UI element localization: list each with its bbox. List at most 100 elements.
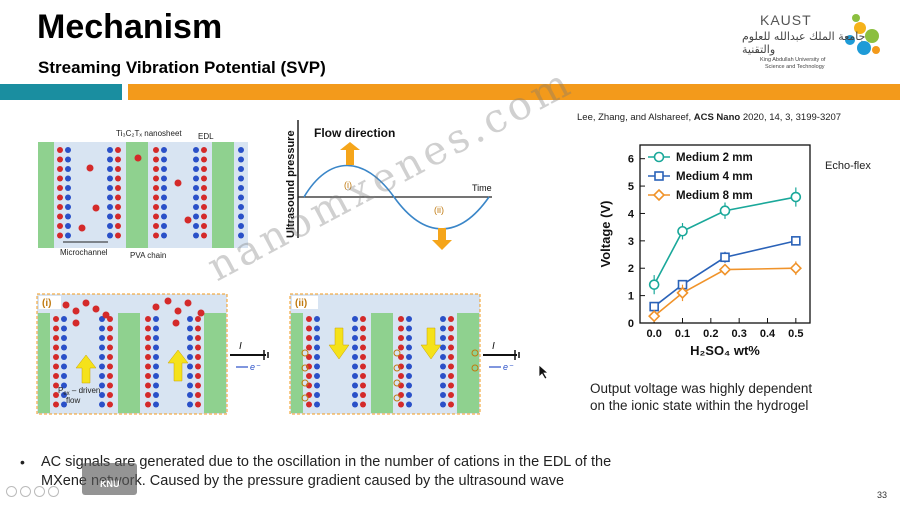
data-point [654, 171, 664, 181]
ion-dot [145, 401, 151, 408]
ion-dot [398, 392, 404, 398]
ion-dot [115, 175, 121, 182]
menu-icon[interactable] [34, 486, 45, 497]
ion-dot [406, 344, 412, 351]
ion-dot [360, 363, 366, 370]
ion-dot [152, 303, 160, 311]
mouse-cursor-icon [538, 364, 550, 380]
ion-dot [107, 213, 113, 220]
ion-dot [306, 392, 312, 398]
ion-dot [187, 325, 193, 332]
prev-slide-icon[interactable] [6, 486, 17, 497]
ion-dot [314, 344, 320, 351]
ion-dot [153, 401, 159, 408]
ion-dot [107, 316, 113, 322]
x-tick-label: 0.2 [703, 328, 718, 340]
next-slide-icon[interactable] [20, 486, 31, 497]
ion-dot [53, 316, 59, 322]
ion-dot [99, 401, 105, 408]
ion-dot [145, 363, 151, 370]
data-point [789, 262, 802, 275]
arrow-down-icon [432, 228, 452, 250]
ion-dot [57, 147, 63, 153]
ion-dot [360, 316, 366, 322]
ion-dot [99, 354, 105, 360]
ion-dot [398, 344, 404, 351]
ion-dot [195, 335, 201, 341]
ion-dot [360, 382, 366, 389]
ion-dot [195, 392, 201, 398]
ion-dot [78, 224, 86, 232]
ion-dot [187, 392, 193, 398]
ion-dot [107, 373, 113, 379]
diagram-ii-tag: (ii) [295, 298, 307, 309]
slideshow-controls[interactable] [6, 484, 76, 498]
ion-dots [57, 147, 244, 239]
ion-dot [72, 319, 80, 327]
ion-dot [115, 166, 121, 172]
ion-dot [82, 299, 90, 307]
ion-dot [107, 232, 113, 239]
ion-dot [115, 204, 121, 210]
ion-dot [99, 325, 105, 332]
ion-dot [61, 373, 67, 379]
ion-dot [53, 325, 59, 332]
ion-dot [314, 335, 320, 341]
ion-dot [352, 344, 358, 351]
ion-dot [153, 316, 159, 322]
ion-dot [57, 166, 63, 172]
legend-label: Medium 8 mm [676, 190, 753, 202]
x-axis-label: H₂SO₄ wt% [690, 343, 760, 358]
ion-dot [99, 392, 105, 398]
ion-dot [195, 325, 201, 332]
ion-dot [161, 147, 167, 153]
ion-dot [65, 194, 71, 201]
ion-dot [145, 335, 151, 341]
ion-dot [153, 392, 159, 398]
ion-dot [172, 319, 180, 327]
ion-dot [193, 166, 199, 172]
ion-dot [406, 373, 412, 379]
ion-dot [406, 325, 412, 332]
ion-dot [238, 156, 244, 163]
ion-dot [161, 156, 167, 163]
ion-dot [393, 379, 401, 387]
ion-dot [201, 147, 207, 153]
ion-dot [53, 354, 59, 360]
ion-dot [352, 401, 358, 408]
ion-dot [65, 204, 71, 210]
ion-dot [301, 379, 309, 387]
ion-dot [201, 156, 207, 163]
ion-dot [99, 335, 105, 341]
ion-dot [352, 335, 358, 341]
kaust-name: KAUST [760, 12, 812, 28]
ion-dot [301, 394, 309, 402]
ion-dot [448, 373, 454, 379]
ion-dot [65, 175, 71, 182]
kaust-logo-mark [845, 14, 880, 55]
ion-dot [406, 382, 412, 389]
ion-dot [406, 316, 412, 322]
ion-dot [145, 344, 151, 351]
ion-dot [314, 401, 320, 408]
ion-dot [92, 305, 100, 313]
ion-dot [65, 223, 71, 229]
page-number: 33 [877, 490, 888, 500]
ion-dot [153, 204, 159, 210]
ion-dot [195, 363, 201, 370]
ion-dot [184, 216, 192, 224]
ion-dot [107, 185, 113, 191]
ion-dot [440, 373, 446, 379]
ion-dot [314, 363, 320, 370]
ion-dot [53, 382, 59, 389]
ion-dot [107, 166, 113, 172]
x-tick-label: 0.4 [760, 328, 776, 340]
ion-dot [193, 232, 199, 239]
legend-label: Medium 2 mm [676, 152, 753, 164]
ion-dot [61, 344, 67, 351]
ion-dot [65, 232, 71, 239]
ion-dot [187, 382, 193, 389]
ion-dot [61, 363, 67, 370]
zoom-icon[interactable] [48, 486, 59, 497]
